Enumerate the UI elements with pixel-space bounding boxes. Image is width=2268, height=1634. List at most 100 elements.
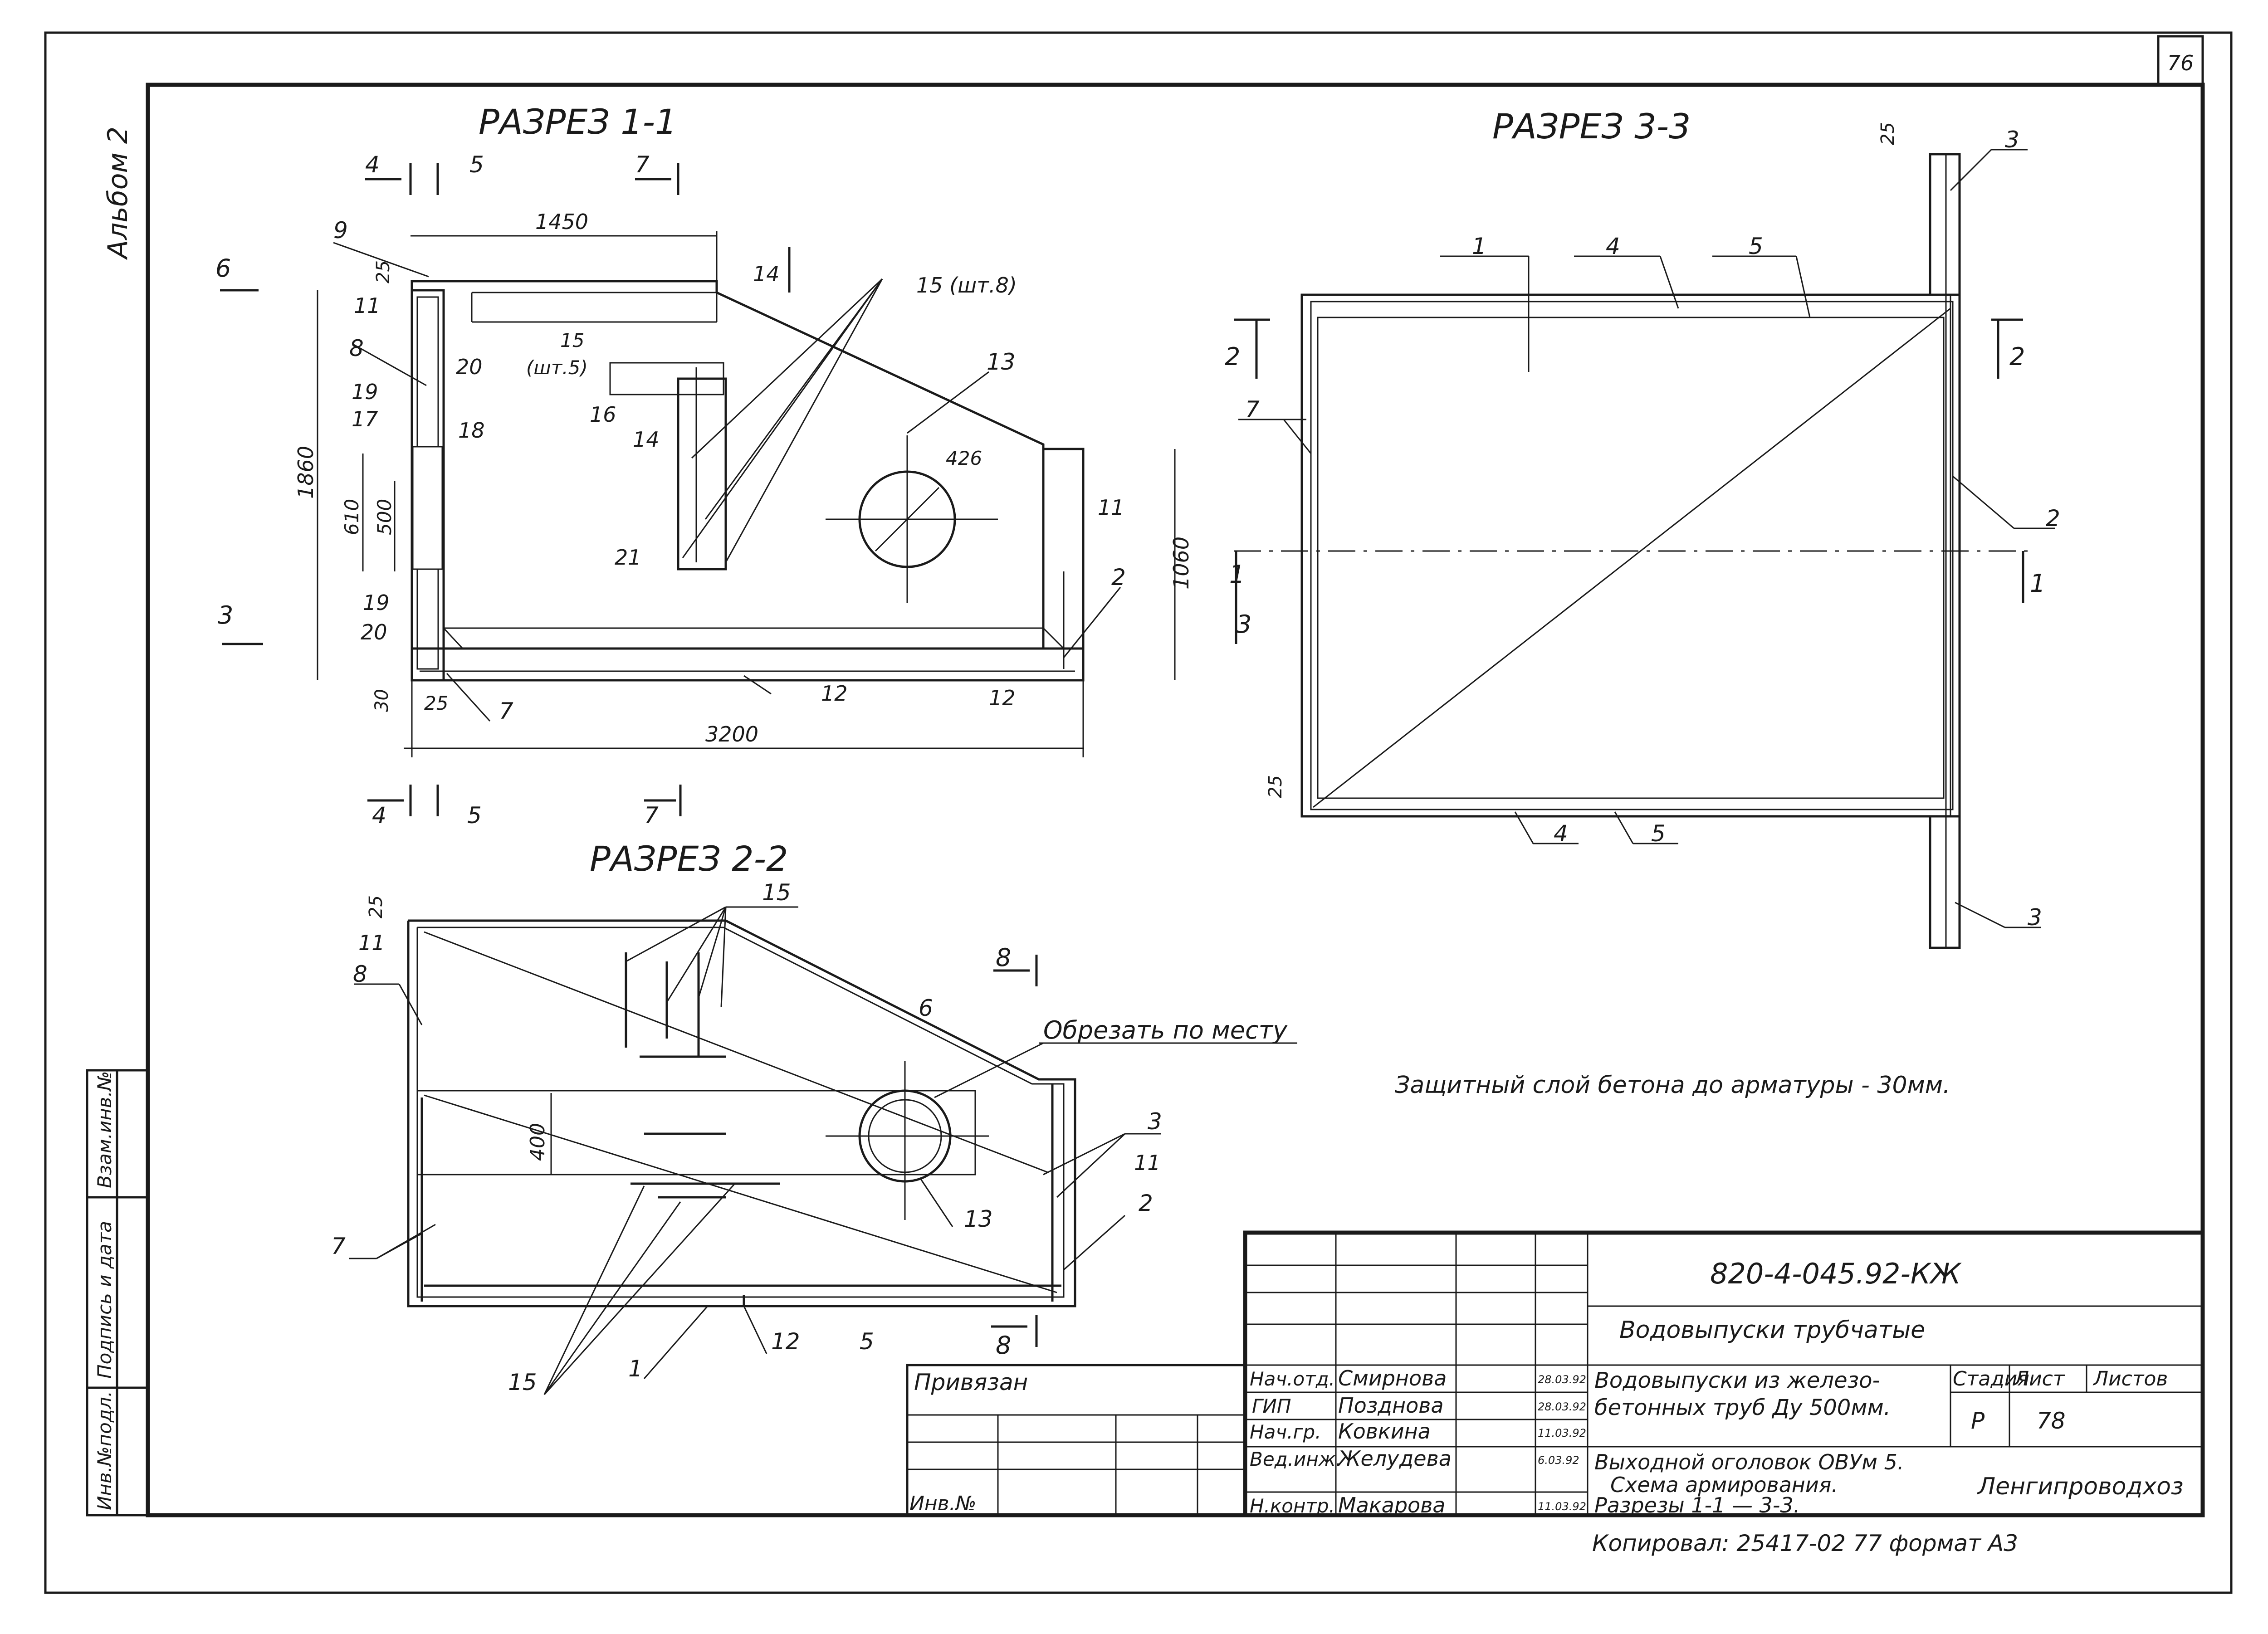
dim-610: 610 [341, 499, 363, 535]
dim-1060: 1060 [1169, 537, 1193, 590]
section-2-2-cut-8-bottom: 8 [996, 1331, 1011, 1360]
callout-12-right: 12 [989, 686, 1016, 710]
section-1-1: РАЗРЕЗ 1-1 [215, 102, 1193, 829]
section-2-2-callout-1: 1 [628, 1356, 643, 1382]
section-2-2-bars [420, 952, 1061, 1306]
callout-7: 7 [499, 698, 513, 724]
section-3-3-inner [1310, 301, 1954, 810]
sig-role-3: Нач.гр. [1250, 1421, 1321, 1443]
project-title-1: Водовыпуски из железо- [1594, 1368, 1880, 1393]
sheet-title-2: Схема армирования. [1610, 1473, 1838, 1497]
section-3-3-callout-3-bottom: 3 [2028, 904, 2042, 931]
section-1-1-wall-rebar-lower [416, 568, 439, 670]
section-3-3-panel [1317, 317, 1945, 799]
title-block: Привязан Инв.№ [906, 1230, 2205, 1556]
callout-15-count5-b: (шт.5) [526, 356, 588, 379]
drawing-frame [146, 83, 2205, 1517]
binding-box [906, 1364, 1246, 1517]
section-2-2-callout-7: 7 [331, 1233, 346, 1259]
sig-role-5: Н.контр. [1250, 1495, 1335, 1517]
callout-14-left: 14 [633, 427, 660, 452]
cut-mark-7-bottom: 7 [644, 802, 659, 829]
side-stamp-inv: Инв.№подл. [93, 1391, 116, 1510]
section-2-2-callout-8: 8 [353, 961, 367, 987]
section-3-3-cut-1-right: 1 [2030, 569, 2045, 598]
side-stamp: Инв.№подл. Подпись и дата Взам.инв.№ [86, 1069, 149, 1517]
callout-19-lower: 19 [363, 590, 390, 615]
callout-14-top: 14 [753, 262, 780, 286]
inv-no-label: Инв.№ [909, 1492, 976, 1515]
section-1-1-pipe-opening [412, 446, 443, 570]
section-3-3-callout-2: 2 [2046, 505, 2060, 532]
section-3-3-wall-top [1929, 153, 1961, 296]
section-3-3: РАЗРЕЗ 3-3 25 25 2 2 1 1 3 1 4 5 3 7 2 [1225, 106, 2060, 1099]
sheets-label: Листов [2092, 1367, 2168, 1390]
section-2-2-pipe-zone [416, 1090, 976, 1176]
sig-name-5: Макарова [1338, 1493, 1446, 1517]
sig-date-4: 6.03.92 [1538, 1454, 1579, 1467]
cut-mark-5-bottom: 5 [467, 802, 482, 829]
callout-9: 9 [333, 217, 348, 244]
sig-date-2: 28.03.92 [1538, 1400, 1586, 1413]
dim-1860: 1860 [293, 446, 318, 499]
callout-17: 17 [352, 407, 378, 431]
cut-in-place-note: Обрезать по месту [1043, 1016, 1288, 1044]
dim-426: 426 [946, 447, 982, 469]
sig-name-2: Позднова [1338, 1393, 1444, 1418]
section-2-2-leaders [349, 906, 1161, 1395]
callout-15-count5-a: 15 [560, 329, 584, 351]
binding-label: Привязан [914, 1369, 1028, 1395]
sheet-title-1: Выходной оголовок ОВУм 5. [1594, 1450, 1904, 1474]
section-3-3-dim-25-bottom: 25 [1265, 775, 1286, 798]
side-stamp-replace: Взам.инв.№ [93, 1071, 116, 1188]
section-1-1-bottom-slab [411, 647, 1085, 682]
callout-12-left: 12 [821, 681, 848, 706]
cut-mark-5-top: 5 [469, 151, 484, 178]
signature-grid [1245, 1233, 2203, 1515]
section-1-1-upper-edge [411, 280, 1045, 454]
concrete-cover-note: Защитный слой бетона до арматуры - 30мм. [1395, 1072, 1950, 1099]
callout-11-right: 11 [1098, 495, 1124, 520]
section-1-1-rib [677, 377, 727, 571]
section-2-2-callout-15-top: 15 [762, 879, 791, 906]
section-3-3-title: РАЗРЕЗ 3-3 [1492, 106, 1691, 146]
project-title-2: бетонных труб Ду 500мм. [1594, 1395, 1891, 1420]
section-2-2: РАЗРЕЗ 2-2 25 400 8 8 [331, 839, 1297, 1395]
sheet-label: Лист [2013, 1367, 2065, 1390]
page-number: 76 [2167, 51, 2194, 75]
cut-mark-4-top: 4 [365, 151, 380, 178]
cut-mark-3: 3 [218, 601, 233, 629]
dim-30: 30 [371, 689, 392, 712]
section-2-2-inner [416, 927, 1065, 1298]
footer-copied: Копировал: 25417-02 77 формат А3 [1592, 1530, 2018, 1556]
section-3-3-callout-5-top: 5 [1749, 233, 1763, 259]
section-2-2-callout-11-right: 11 [1134, 1151, 1161, 1175]
section-2-2-callout-2: 2 [1139, 1190, 1153, 1216]
section-2-2-diag-2 [424, 1094, 1057, 1293]
sig-name-1: Смирнова [1338, 1366, 1447, 1390]
sheet-value: 78 [2037, 1408, 2066, 1434]
section-2-2-dim-400: 400 [526, 1123, 549, 1161]
section-1-1-wall-rebar [416, 296, 439, 448]
sig-role-4: Вед.инж. [1250, 1448, 1342, 1470]
section-3-3-callout-5-bottom: 5 [1651, 820, 1666, 847]
section-1-1-slab-top [444, 627, 1065, 649]
sig-date-1: 28.03.92 [1538, 1373, 1586, 1386]
section-2-2-callout-3: 3 [1148, 1108, 1162, 1135]
sig-date-5: 11.03.92 [1538, 1500, 1586, 1513]
callout-20: 20 [456, 355, 483, 379]
section-3-3-cut-3: 3 [1236, 610, 1251, 639]
section-3-3-callout-4-bottom: 4 [1554, 820, 1568, 847]
sig-role-1: Нач.отд. [1250, 1368, 1335, 1390]
section-3-3-callout-7: 7 [1245, 396, 1260, 423]
section-2-2-cut-8-top: 8 [996, 943, 1011, 972]
callout-11: 11 [354, 293, 381, 318]
sig-date-3: 11.03.92 [1538, 1427, 1586, 1439]
section-3-3-callout-3-top: 3 [2005, 127, 2019, 153]
doc-code: 820-4-045.92-КЖ [1710, 1257, 1962, 1290]
section-1-1-leaders [333, 242, 1121, 722]
callout-21: 21 [615, 545, 641, 570]
section-3-3-callout-1: 1 [1472, 233, 1486, 259]
organization: Ленгипроводхоз [1977, 1473, 2184, 1500]
